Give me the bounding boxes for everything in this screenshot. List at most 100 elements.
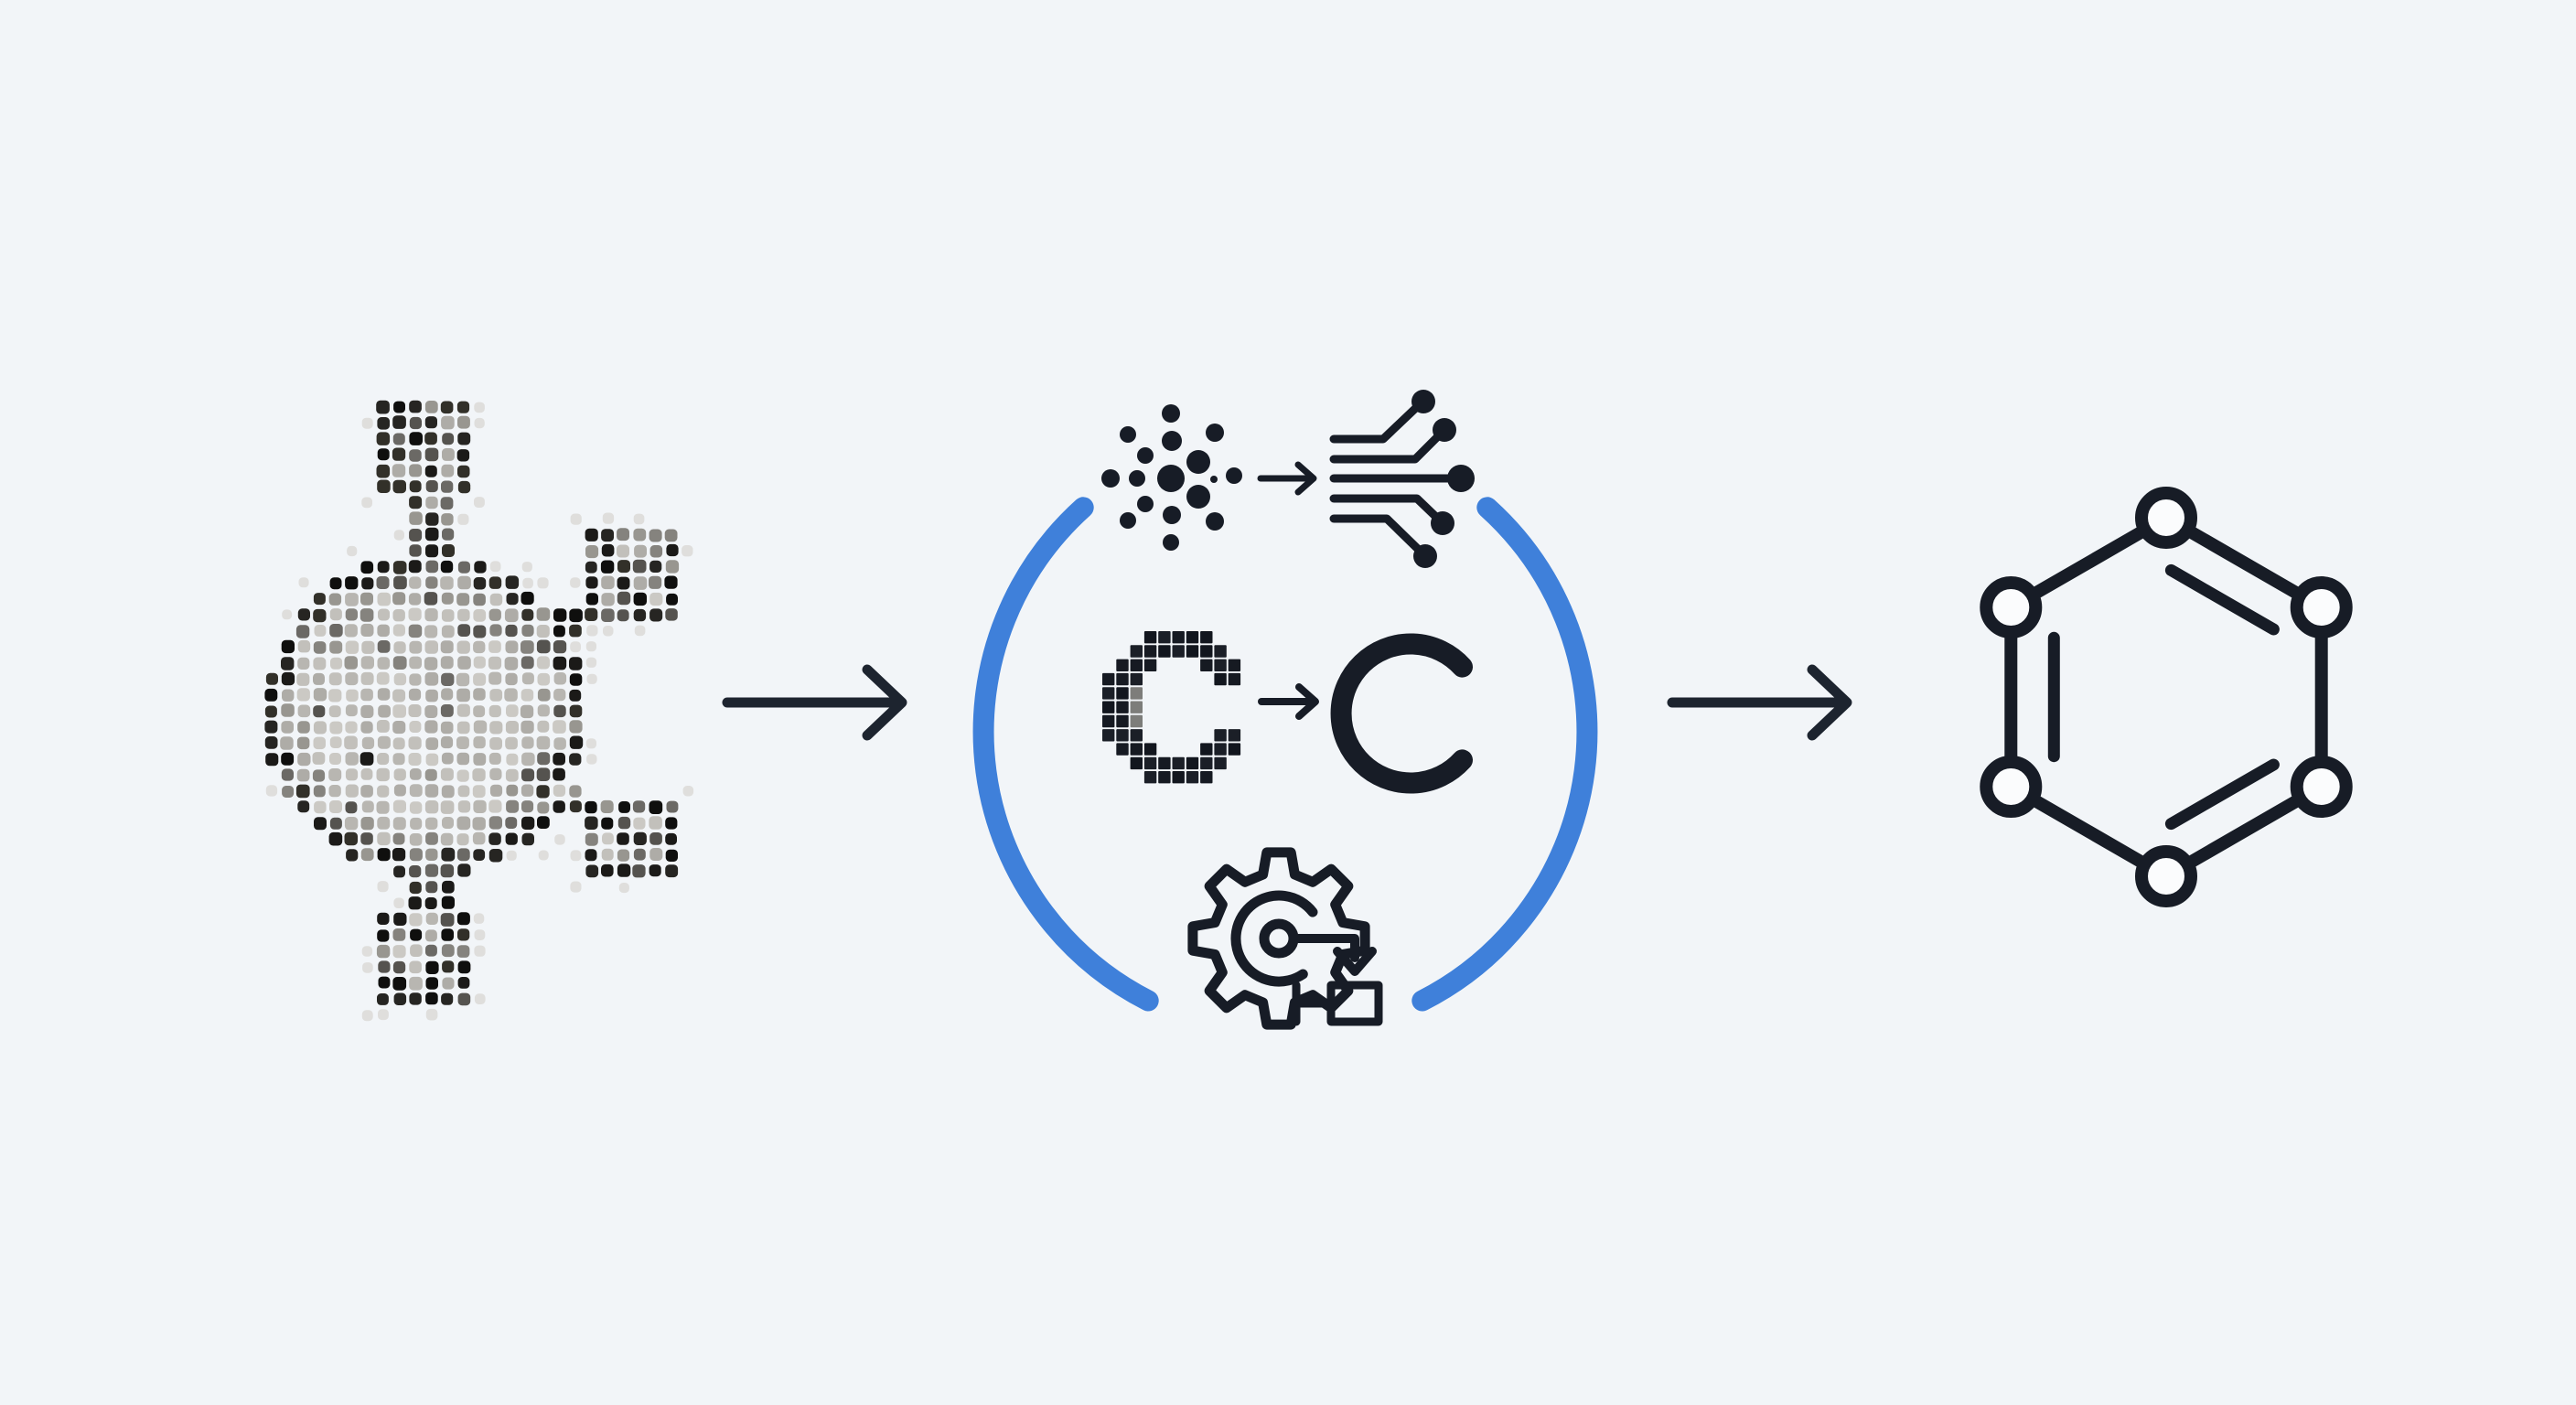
halftone-dot [442,977,455,990]
cloud-dot [1186,485,1210,509]
pixel-square [1186,645,1199,658]
halftone-dot [376,400,390,414]
halftone-dot [314,817,327,831]
pixel-square [1214,645,1227,658]
halftone-dot [537,752,551,766]
halftone-dot [409,768,422,780]
halftone-dot [314,800,327,814]
halftone-dot [393,641,406,654]
halftone-dot [521,591,534,606]
circuit-node [1411,390,1435,413]
halftone-dot [410,817,423,830]
halftone-dot [425,912,438,925]
halftone-dot [409,721,422,733]
pixel-square [1102,701,1115,713]
halftone-dot [392,928,406,941]
halftone-dot [505,672,518,686]
halftone-dot [553,640,567,654]
halftone-dot [297,657,310,670]
halftone-dot [441,513,454,526]
circuit-trace [1329,427,1447,464]
halftone-dot [295,625,310,638]
halftone-dot [361,800,374,813]
halftone-dot [473,656,486,669]
halftone-dot [264,688,278,702]
pixel-square [1130,701,1143,713]
halftone-dot [536,625,550,638]
halftone-dot [441,847,456,862]
halftone-dot [330,657,343,670]
halftone-dot [585,849,597,862]
halftone-dot [328,785,341,798]
halftone-dot [282,609,293,620]
gear-process-icon [1187,847,1383,1030]
halftone-dot [457,800,471,813]
halftone-dot [553,656,567,670]
double-bond [2164,563,2280,636]
halftone-dot [553,800,565,813]
halftone-dot [440,401,454,414]
halftone-dot [440,721,454,735]
halftone-dot [474,402,485,413]
pixel-square [1130,729,1143,742]
pixel-square [1116,729,1129,742]
pixel-square [1158,631,1171,644]
halftone-dot [392,721,406,735]
halftone-dot [297,608,310,621]
halftone-dot [617,591,631,606]
halftone-dot [442,960,455,973]
halftone-dot [409,801,423,814]
circuit-traces-icon [1329,390,1475,568]
halftone-dot [392,415,406,429]
halftone-dot [361,577,374,590]
halftone-dot [488,832,501,845]
halftone-dot [440,656,454,670]
atom-node [2135,487,2197,549]
halftone-dot [601,817,614,830]
halftone-dot [442,544,455,557]
halftone-dot [442,448,455,461]
halftone-dot [392,609,405,622]
halftone-dot [314,625,327,637]
halftone-dot [409,511,423,525]
halftone-dot [329,800,342,813]
halftone-dot [329,624,343,638]
halftone-dot [424,416,437,429]
double-bond [2164,758,2280,831]
halftone-dot [376,432,391,445]
halftone-dot [553,752,565,766]
halftone-dot [441,672,455,686]
pixel-square [1116,687,1129,700]
halftone-dot [554,834,565,845]
halftone-dot [457,992,471,1006]
halftone-dot [570,577,581,588]
halftone-dot [440,832,454,846]
halftone-dot [536,785,550,799]
halftone-dot [409,464,423,477]
gear-ring [1230,890,1318,987]
pixel-square [1143,743,1157,756]
halftone-dot [345,672,359,686]
halftone-dot [376,464,391,478]
pixel-square [1130,672,1143,686]
halftone-dot [344,735,358,750]
halftone-dot [408,688,422,701]
halftone-dot [377,640,391,653]
halftone-dot [649,864,661,877]
cloud-dot [1137,447,1154,464]
circuit-node [1433,418,1456,442]
halftone-dot [295,784,310,799]
cloud-dot [1210,476,1218,483]
halftone-dot [392,704,406,718]
halftone-dot [456,593,470,606]
halftone-dot [569,735,584,749]
halftone-dot [585,607,598,621]
halftone-dot [393,865,405,878]
halftone-dot [601,608,615,622]
halftone-dot [424,432,437,445]
halftone-dot [664,575,678,589]
halftone-dot [521,689,534,702]
halftone-dot [313,705,326,718]
halftone-dot [488,752,501,765]
